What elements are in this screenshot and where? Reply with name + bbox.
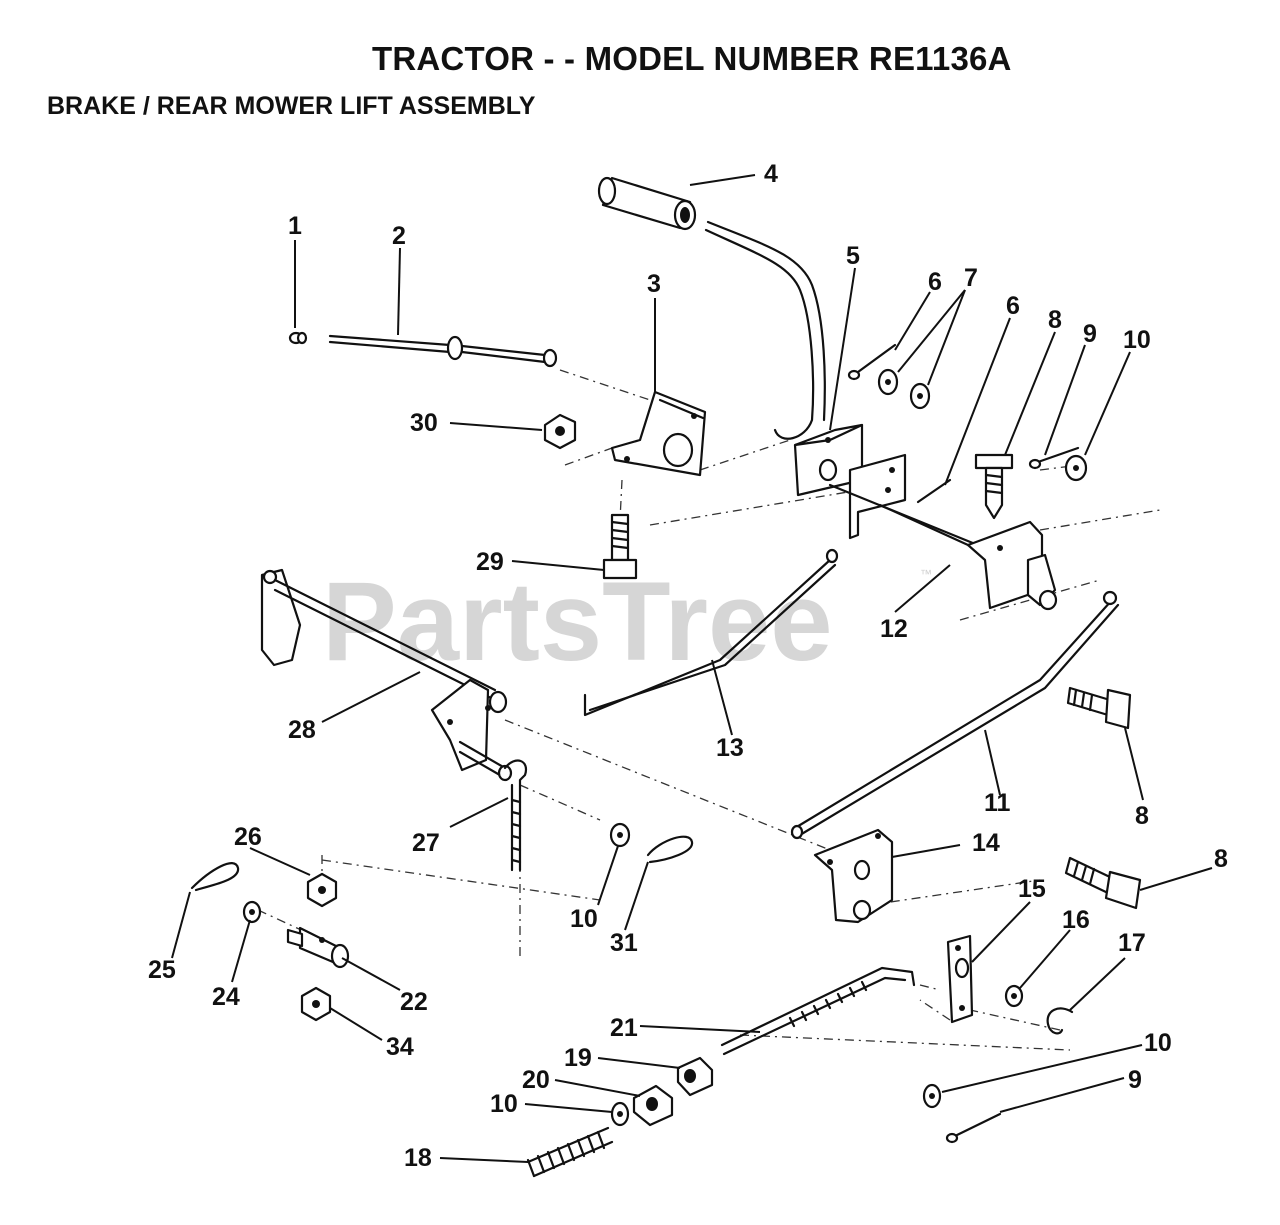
part-19-nut	[676, 1056, 714, 1097]
callout-27: 27	[412, 829, 440, 857]
part-7-washers	[877, 368, 931, 410]
part-8-bolt-middle	[1066, 686, 1132, 730]
part-8-bolt-lower	[1064, 856, 1142, 910]
part-15-plate	[946, 934, 974, 1024]
callout-7: 7	[964, 264, 978, 292]
callout-8-middle: 8	[1135, 802, 1149, 830]
part-10-washer-lower-left	[610, 1101, 630, 1127]
part-13-rod	[583, 548, 839, 717]
callout-34: 34	[386, 1033, 414, 1061]
callout-25: 25	[148, 956, 176, 984]
callout-11: 11	[984, 789, 1011, 817]
callout-13: 13	[716, 734, 744, 762]
callouts: 1 2 3 4 5 6 7 6 8 9 10 30 29 12 28 13 11…	[148, 160, 1228, 1172]
callout-5: 5	[846, 242, 860, 270]
part-6-cotter-pin-upper	[847, 343, 897, 381]
part-3-bracket	[610, 390, 707, 477]
callout-21: 21	[610, 1014, 638, 1042]
part-29-bolt	[602, 513, 638, 580]
part-31-hairpin	[646, 835, 694, 864]
part-4-handle-grip	[597, 176, 697, 231]
callout-6-lower: 6	[1006, 292, 1020, 320]
assembly-subtitle: BRAKE / REAR MOWER LIFT ASSEMBLY	[47, 92, 536, 120]
callout-9-upper: 9	[1083, 320, 1097, 348]
callout-24: 24	[212, 983, 240, 1011]
callout-17: 17	[1118, 929, 1146, 957]
callout-10-lower-left: 10	[490, 1090, 518, 1118]
callout-8-upper: 8	[1048, 306, 1062, 334]
callout-20: 20	[522, 1066, 550, 1094]
callout-22: 22	[400, 988, 428, 1016]
alignment-lines	[257, 369, 1161, 1051]
callout-31: 31	[610, 929, 638, 957]
callout-6-upper: 6	[928, 268, 942, 296]
part-25-hairpin	[190, 862, 240, 892]
watermark-trademark: ™	[920, 567, 932, 581]
watermark: PartsTree	[322, 559, 833, 684]
part-9-cotter-pin-lower	[945, 1112, 1002, 1144]
callout-28: 28	[288, 716, 316, 744]
part-11-long-rod	[790, 590, 1120, 840]
callout-10-lower-right: 10	[1144, 1029, 1172, 1057]
part-27-eyebolt	[503, 759, 528, 872]
part-21-threaded-rod	[720, 966, 916, 1056]
callout-10-middle: 10	[570, 905, 598, 933]
part-9-cotter-pin-upper	[1028, 446, 1080, 470]
part-16-washer	[1004, 984, 1024, 1008]
callout-15: 15	[1018, 875, 1046, 903]
part-22-swivel	[286, 926, 350, 969]
callout-4: 4	[764, 160, 778, 188]
part-12-cross-shaft	[828, 483, 1058, 611]
leader-lines	[171, 174, 1213, 1163]
callout-1: 1	[288, 212, 302, 240]
callout-16: 16	[1062, 906, 1090, 934]
part-10-washer-middle	[609, 822, 631, 848]
callout-30: 30	[410, 409, 438, 437]
part-17-e-clip	[1046, 1007, 1074, 1035]
part-1-pin	[288, 331, 308, 345]
part-8-bolt-upper	[974, 453, 1014, 520]
callout-12: 12	[880, 615, 908, 643]
part-18-spring	[526, 1126, 614, 1178]
callout-29: 29	[476, 548, 504, 576]
callout-3: 3	[647, 270, 661, 298]
part-2-rod	[328, 334, 558, 368]
callout-9-lower: 9	[1128, 1066, 1142, 1094]
part-30-nut	[543, 413, 577, 450]
part-24-washer	[242, 900, 262, 924]
callout-19: 19	[564, 1044, 592, 1072]
callout-2: 2	[392, 222, 406, 250]
callout-18: 18	[404, 1144, 432, 1172]
page-title: TRACTOR - - MODEL NUMBER RE1136A	[372, 40, 1012, 77]
part-5-lift-lever	[704, 220, 907, 540]
part-20-nut	[632, 1084, 674, 1127]
callout-14: 14	[972, 829, 1000, 857]
part-26-nut	[306, 872, 338, 908]
part-34-nut	[300, 986, 332, 1022]
callout-8-lower: 8	[1214, 845, 1228, 873]
part-28-rear-shaft	[260, 568, 513, 782]
part-10-washer-upper	[1064, 454, 1088, 482]
callout-10-upper: 10	[1123, 326, 1151, 354]
part-10-washer-lower-right	[922, 1083, 942, 1109]
part-14-bracket	[813, 828, 894, 924]
callout-26: 26	[234, 823, 262, 851]
